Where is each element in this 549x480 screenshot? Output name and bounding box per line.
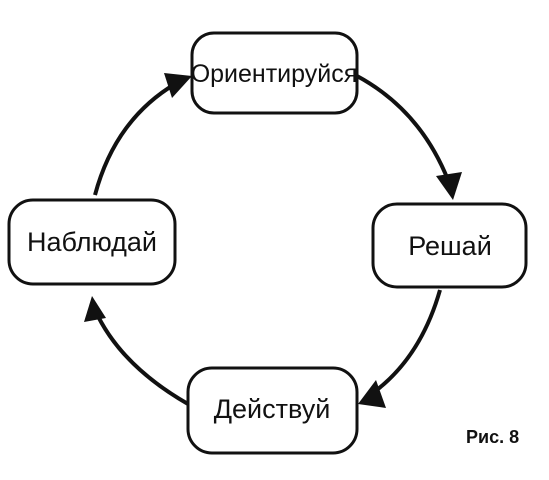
arrow-act-to-observe: [93, 309, 189, 406]
node-decide-label: Решай: [408, 231, 492, 261]
node-observe-label: Наблюдай: [27, 227, 157, 257]
node-orient-label: Ориентируйся: [191, 60, 358, 88]
figure-caption: Рис. 8: [466, 427, 520, 447]
node-act-box: [186, 366, 359, 455]
node-observe: Наблюдай: [7, 198, 177, 286]
node-decide-box: [371, 202, 528, 289]
node-act: Действуй: [186, 366, 359, 455]
node-orient: Ориентируйся: [190, 31, 359, 115]
node-act-label: Действуй: [214, 394, 331, 424]
arrowhead-orient-to-decide: [436, 172, 462, 200]
arrow-decide-to-act: [368, 289, 442, 397]
arrow-observe-to-orient: [93, 82, 177, 196]
arrowhead-decide-to-act: [358, 380, 386, 408]
node-observe-box: [7, 198, 177, 286]
arrowhead-observe-to-orient: [164, 73, 192, 98]
arrow-orient-to-decide: [356, 74, 450, 181]
node-orient-box: [190, 31, 359, 115]
arrowhead-act-to-observe: [84, 296, 106, 322]
node-decide: Решай: [371, 202, 528, 289]
